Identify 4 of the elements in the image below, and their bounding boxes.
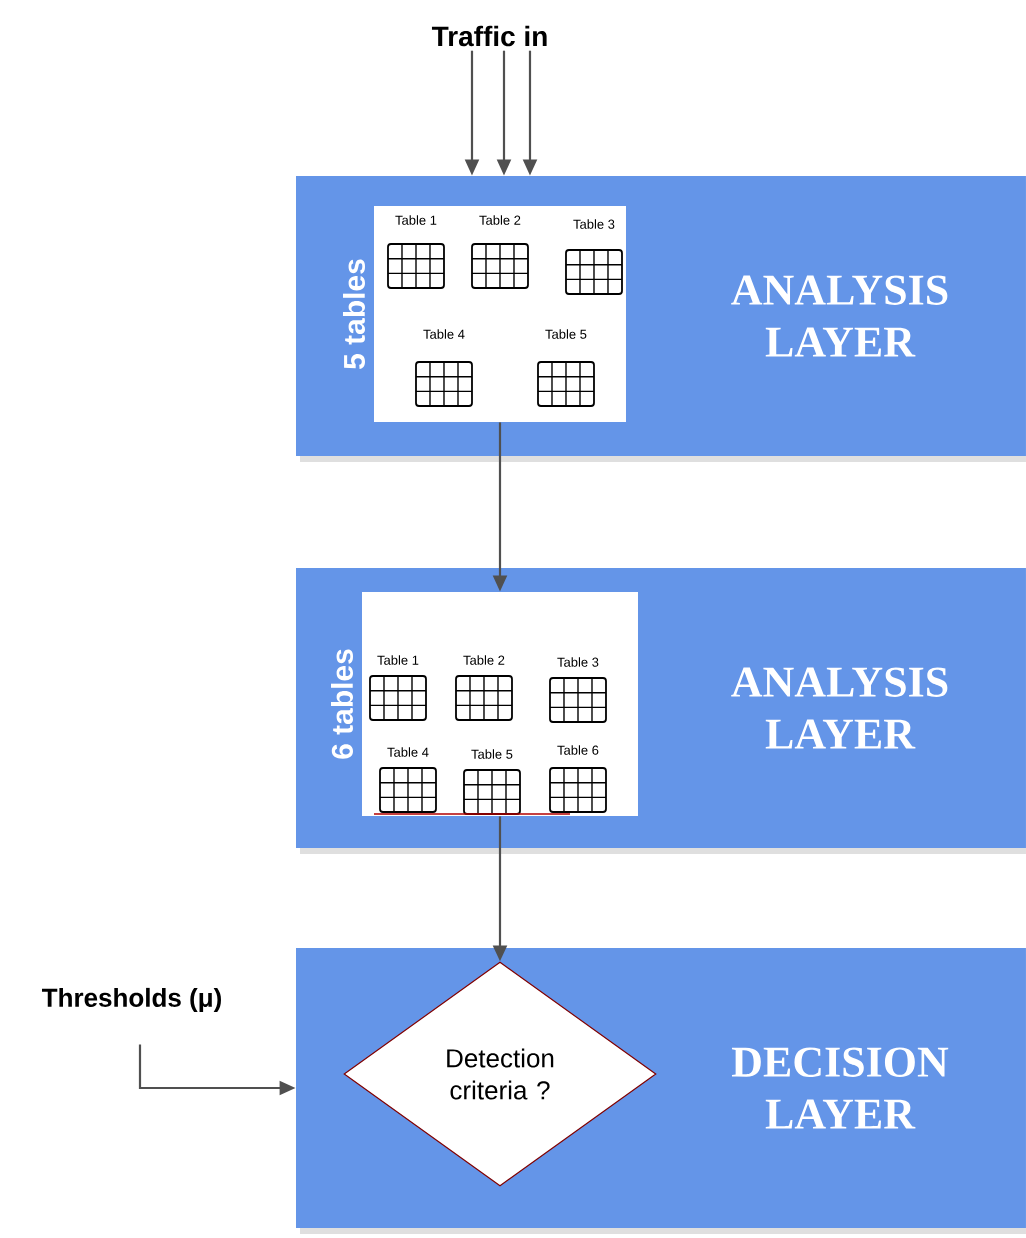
threshold-label: Thresholds (μ) <box>42 987 221 1013</box>
input-label: Traffic in <box>431 25 547 47</box>
node-label: 6 tables <box>330 649 353 759</box>
node-label: 5 tables <box>342 259 365 369</box>
